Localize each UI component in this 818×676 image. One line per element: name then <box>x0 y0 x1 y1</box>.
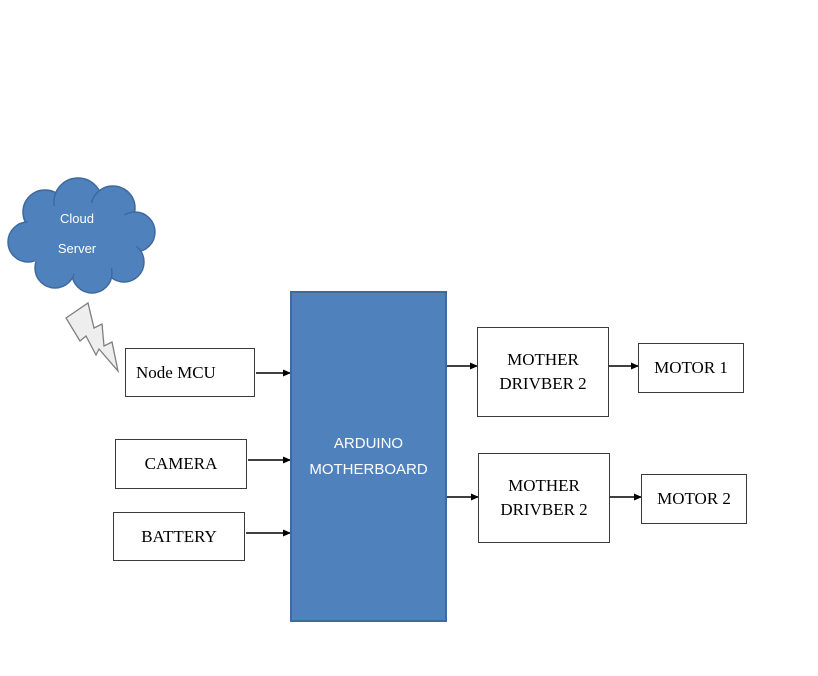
cloud-server-shape <box>7 177 156 294</box>
camera-label: CAMERA <box>144 454 218 474</box>
cloud-label-line2: Server <box>57 241 97 256</box>
arduino-label-line1: ARDUINO <box>333 435 404 452</box>
cloud-label-line1: Cloud <box>60 211 94 226</box>
motor-driver-1-label-line1: MOTHER <box>507 350 579 370</box>
arduino-label-line2: MOTHERBOARD <box>309 460 428 478</box>
motor-2-box: MOTOR 2 <box>641 474 747 524</box>
lightning-bolt-icon <box>65 301 120 374</box>
motor-driver-2-label-line2: DRIVBER 2 <box>500 500 588 519</box>
node-mcu-box: Node MCU <box>125 348 255 397</box>
node-mcu-label: Node MCU <box>136 362 216 382</box>
arduino-motherboard-block: ARDUINO MOTHERBOARD <box>290 291 447 622</box>
motor-1-label: MOTOR 1 <box>654 358 728 378</box>
motor-driver-1-box: MOTHER DRIVBER 2 <box>477 327 609 417</box>
motor-driver-2-box: MOTHER DRIVBER 2 <box>478 453 610 543</box>
motor-2-label: MOTOR 2 <box>657 489 731 509</box>
camera-box: CAMERA <box>115 439 247 489</box>
battery-label: BATTERY <box>141 526 217 546</box>
battery-box: BATTERY <box>113 512 245 561</box>
motor-driver-2-label-line1: MOTHER <box>508 476 580 496</box>
motor-1-box: MOTOR 1 <box>638 343 744 393</box>
motor-driver-1-label-line2: DRIVBER 2 <box>499 374 587 393</box>
